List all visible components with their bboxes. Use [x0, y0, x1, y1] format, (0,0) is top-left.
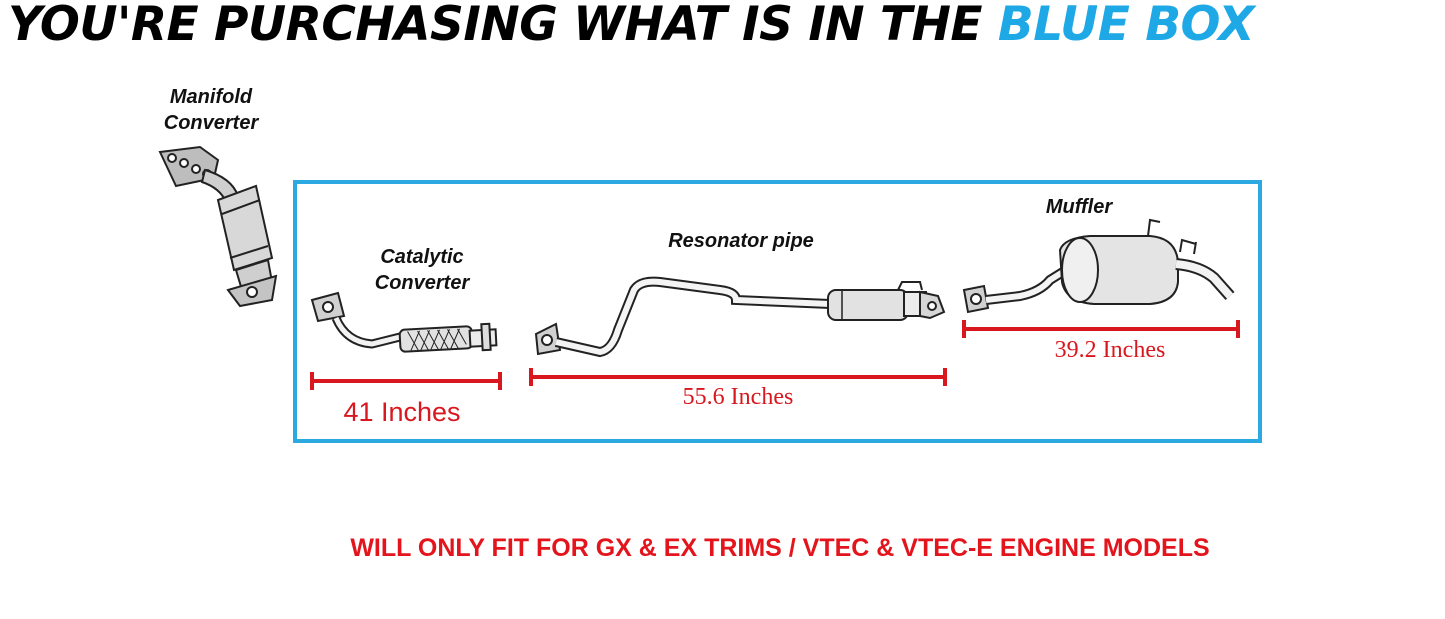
manifold-converter-label: Manifold Converter [163, 86, 259, 134]
headline: YOU'RE PURCHASING WHAT IS IN THE BLUE BO… [8, 0, 1438, 50]
headline-prefix: YOU'RE PURCHASING WHAT IS IN THE [8, 0, 998, 52]
blue-box [293, 180, 1262, 443]
headline-highlight: BLUE BOX [997, 0, 1255, 52]
fitment-notice: WILL ONLY FIT FOR GX & EX TRIMS / VTEC &… [350, 534, 1210, 562]
catalytic-converter-drawing [310, 291, 498, 353]
resonator-length: 55.6 Inches [682, 384, 794, 410]
muffler-measure-bar [962, 320, 1240, 338]
catalytic-length: 41 Inches [343, 397, 461, 427]
muffler-drawing [962, 218, 1235, 314]
resonator-measure-bar [529, 368, 947, 386]
catalytic-converter-label: Catalytic Converter [374, 246, 470, 294]
muffler-length: 39.2 Inches [1054, 337, 1166, 363]
resonator-pipe-label: Resonator pipe [668, 230, 814, 252]
resonator-pipe-drawing [534, 276, 946, 358]
catalytic-measure-bar [310, 372, 502, 390]
muffler-label: Muffler [1045, 196, 1113, 218]
manifold-converter-drawing [158, 145, 278, 308]
